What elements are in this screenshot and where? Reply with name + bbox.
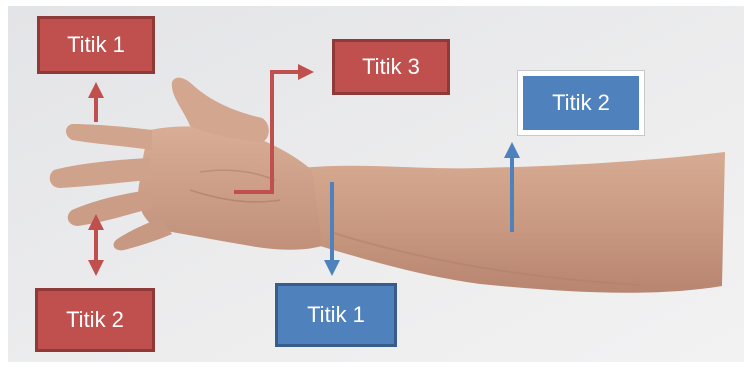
label-red-titik-3: Titik 3 — [332, 39, 450, 95]
label-red-titik-1: Titik 1 — [37, 16, 155, 74]
label-red-titik-2: Titik 2 — [35, 288, 155, 352]
label-blue-titik-2: Titik 2 — [518, 71, 644, 135]
label-blue-titik-1: Titik 1 — [275, 283, 397, 347]
